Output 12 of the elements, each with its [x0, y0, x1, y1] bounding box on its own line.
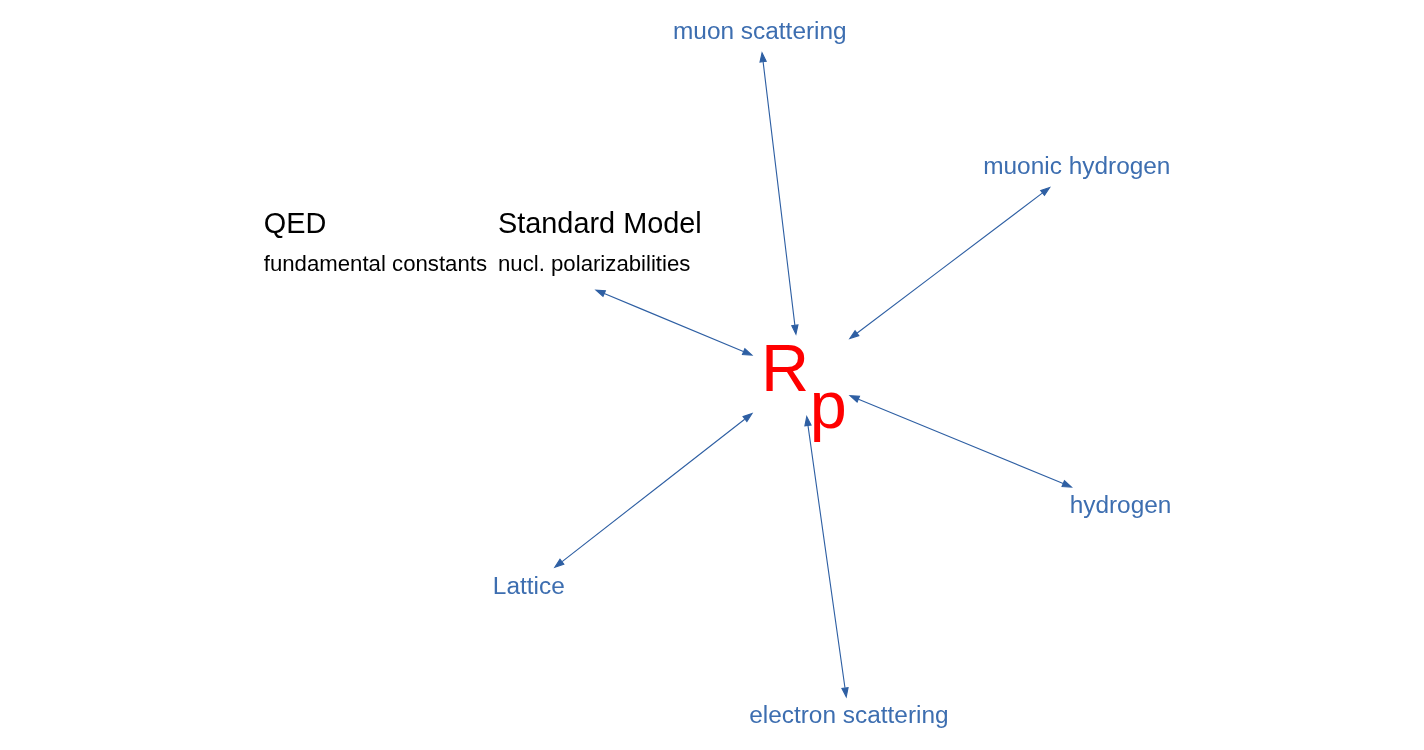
arrow [848, 395, 1073, 488]
node-text: electron scattering [748, 701, 949, 729]
node-text: hydrogen [1069, 491, 1171, 519]
node-text: Lattice [492, 571, 565, 599]
node-text: muonic hydrogen [982, 151, 1170, 179]
arrow [553, 412, 753, 569]
arrow [848, 186, 1051, 340]
node-text: QED Standard Model fundamental constants nucl. polarizabilities [263, 206, 702, 276]
arrow [803, 415, 849, 699]
node-text: muon scattering [672, 17, 847, 45]
arrow [593, 289, 753, 356]
arrow [758, 51, 799, 336]
